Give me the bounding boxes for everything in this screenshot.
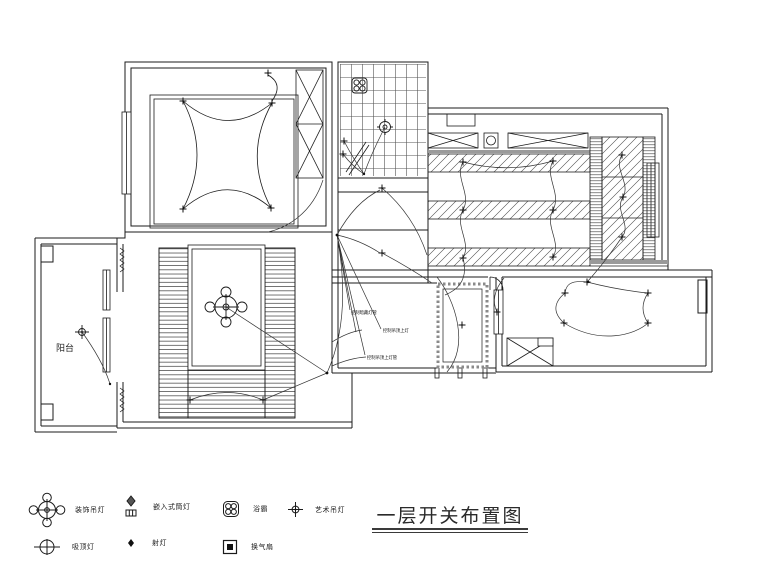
spotlight-icon — [128, 539, 134, 547]
annotation-3: 控制吊顶上灯管 — [367, 354, 398, 361]
legend-label: 吸顶灯 — [72, 544, 95, 551]
wire-annotations: 控制暗藏灯管 控制吊顶上灯 控制吊顶上灯管 — [351, 309, 409, 361]
hall-dashed-panel — [436, 282, 489, 369]
legend-item-decorative-pendant: 装饰吊灯 — [28, 491, 105, 529]
legend-label: 换气扇 — [251, 544, 274, 551]
annotation-1: 控制暗藏灯管 — [351, 309, 377, 316]
living-ceiling — [158, 244, 296, 419]
bedroom-ceiling — [149, 74, 299, 229]
entry-door-jambs — [434, 276, 504, 379]
exhaust-fan-icon — [222, 539, 238, 555]
walls — [34, 61, 713, 433]
exhaust-fan-symbol — [377, 119, 393, 135]
title-underline-bottom — [372, 532, 528, 533]
legend-label: 射灯 — [152, 540, 167, 547]
legend-item-bath-heater: 浴霸 — [222, 500, 268, 518]
kitchen-band-divider — [428, 150, 590, 153]
bath-heater-icon — [223, 501, 239, 517]
drawing-title: 一层开关布置图 — [376, 506, 524, 527]
ceiling-lamp-icon — [34, 539, 60, 555]
balcony-label: 阳台 — [56, 342, 74, 353]
bathroom-door — [345, 141, 370, 176]
legend-item-ceiling-lamp: 吸顶灯 — [33, 537, 95, 557]
bathroom-ceiling-grid — [340, 64, 426, 176]
annotation-2: 控制吊顶上灯 — [383, 327, 409, 334]
legend-item-recessed-downlight: 嵌入式筒灯 — [123, 495, 191, 519]
art-pendant-icon — [288, 502, 303, 517]
legend-item-spotlight: 射灯 — [126, 538, 167, 548]
bath-heater-symbol — [351, 77, 368, 94]
kitchen-ceiling-bands — [427, 153, 591, 267]
wardrobe-bottom-right — [506, 337, 554, 367]
legend-item-exhaust-fan: 换气扇 — [222, 539, 274, 555]
wardrobe-top-left — [295, 69, 324, 179]
decorative-pendant-icon — [28, 492, 66, 528]
recessed-downlight-icon — [125, 495, 137, 517]
switch-wires — [81, 126, 649, 401]
kitchen-cabinets — [427, 113, 589, 149]
legend-item-art-pendant: 艺术吊灯 — [287, 501, 345, 518]
title-underline-top — [372, 528, 528, 530]
legend-label: 装饰吊灯 — [75, 507, 105, 514]
legend-label: 浴霸 — [253, 506, 268, 513]
floor-plan: 阳台 — [34, 61, 713, 433]
wall-break-squiggles — [119, 247, 125, 413]
legend-label: 艺术吊灯 — [315, 506, 345, 514]
legend-label: 嵌入式筒灯 — [153, 504, 191, 511]
